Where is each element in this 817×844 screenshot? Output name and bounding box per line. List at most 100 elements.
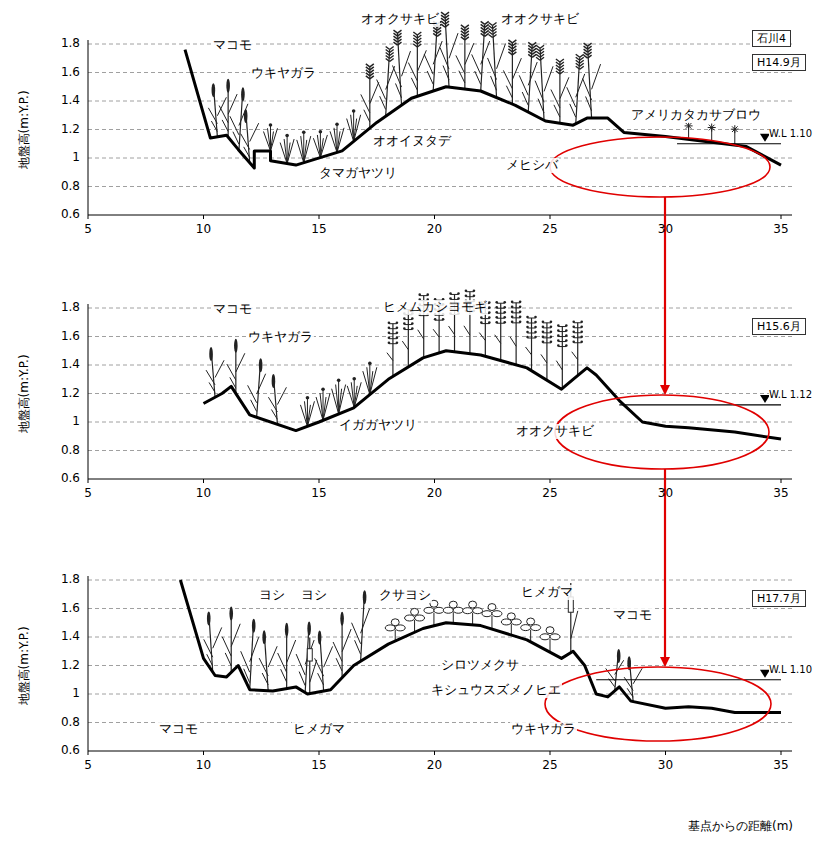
flower-branch <box>574 337 582 338</box>
flower-head <box>388 326 391 329</box>
seed-head <box>437 27 441 30</box>
flower-branch <box>528 338 536 339</box>
plant-stem <box>309 637 310 693</box>
plant-stem <box>531 318 532 371</box>
flower-head <box>396 321 399 324</box>
tick-mark <box>88 215 89 219</box>
plume <box>212 83 216 97</box>
plant-name: マコモ <box>212 38 253 53</box>
flower-head <box>542 341 545 344</box>
seed-head <box>366 76 370 79</box>
x-axis <box>88 215 792 216</box>
tick-mark <box>319 751 320 755</box>
plant-leaf <box>236 353 245 372</box>
flower-head <box>488 311 491 314</box>
seed-head <box>386 50 390 53</box>
plant-leaf <box>352 623 361 644</box>
plant-leaf <box>417 50 426 71</box>
flower-head <box>572 325 575 328</box>
plume <box>207 612 211 626</box>
y-axis <box>88 304 89 479</box>
seed-head <box>398 30 402 33</box>
plant-leaf <box>393 65 402 87</box>
flower-head <box>388 336 391 339</box>
flower-head <box>411 317 414 320</box>
period-box: H17.7月 <box>752 590 806 607</box>
tick-mark <box>319 479 320 483</box>
tick-mark <box>203 751 204 755</box>
plant-stem <box>546 323 547 380</box>
flower-head <box>403 317 406 320</box>
clover-flower <box>546 627 554 634</box>
plant-leaf <box>472 54 481 74</box>
plant-leaf <box>251 400 257 412</box>
seed-head <box>560 68 564 71</box>
seed-head <box>536 57 540 60</box>
plant-leaf <box>592 64 601 89</box>
flower-head <box>580 320 583 323</box>
plant-leaf <box>387 353 393 361</box>
seed-head <box>489 32 493 35</box>
x-axis <box>88 751 792 752</box>
plant-leaf <box>408 63 417 81</box>
flower-branch <box>420 295 428 296</box>
plant-leaf <box>250 637 259 662</box>
tick-label: 1.4 <box>61 358 80 372</box>
plume <box>318 631 322 645</box>
plant-stem <box>491 616 492 629</box>
seed-head <box>512 49 516 52</box>
seed-head <box>481 27 485 30</box>
water-level-label: W.L 1.12 <box>769 389 812 401</box>
plant-stem <box>472 613 473 625</box>
plant-leaf <box>497 44 506 69</box>
tick-mark <box>550 751 551 755</box>
seed-head <box>417 44 421 47</box>
flower-branch <box>466 296 474 297</box>
tick-label: 25 <box>542 487 557 501</box>
plant-leaf <box>310 660 317 682</box>
flower-head <box>534 336 537 339</box>
seed-head <box>560 65 564 68</box>
plant-leaf <box>241 651 250 672</box>
clover-leaf <box>531 625 541 631</box>
seed-head <box>493 26 497 29</box>
tick-label: 1.8 <box>61 573 80 587</box>
seed-head <box>370 76 374 79</box>
flower-head <box>550 331 553 334</box>
seed-head <box>532 42 536 45</box>
seed-head <box>512 40 516 43</box>
flower-head <box>557 329 560 332</box>
clover-leaf <box>434 607 444 613</box>
seed-head <box>445 12 449 15</box>
plume <box>285 623 289 637</box>
seed-head <box>368 362 372 366</box>
plume <box>226 79 230 93</box>
plant-name: タマガヤツリ <box>318 166 398 181</box>
plant-stem <box>408 310 409 367</box>
grid-line <box>88 422 792 423</box>
seed-head <box>485 21 489 24</box>
flower-head <box>580 340 583 343</box>
flower-head <box>526 326 529 329</box>
flower-head <box>511 306 514 309</box>
seed-head <box>532 48 536 51</box>
plume <box>617 649 621 663</box>
seed-head <box>485 33 489 36</box>
plant-leaf <box>506 86 512 98</box>
seed-head <box>580 54 584 57</box>
highlight-ellipse <box>545 667 771 741</box>
seed-head <box>485 30 489 33</box>
plant-leaf <box>248 385 257 402</box>
clover-flower <box>449 601 457 608</box>
plant-leaf <box>479 333 485 341</box>
axis-title: 地盤高(m:Y.P.) <box>17 626 31 705</box>
flower-branch <box>558 326 566 327</box>
tick-label: 5 <box>84 487 92 501</box>
seed-head <box>512 43 516 46</box>
flower-head <box>465 289 468 292</box>
flower-branch <box>389 338 397 339</box>
tick-label: 0.6 <box>61 472 80 486</box>
flower-branch <box>528 328 536 329</box>
seed-head <box>441 15 445 18</box>
flower-branch <box>497 303 505 304</box>
